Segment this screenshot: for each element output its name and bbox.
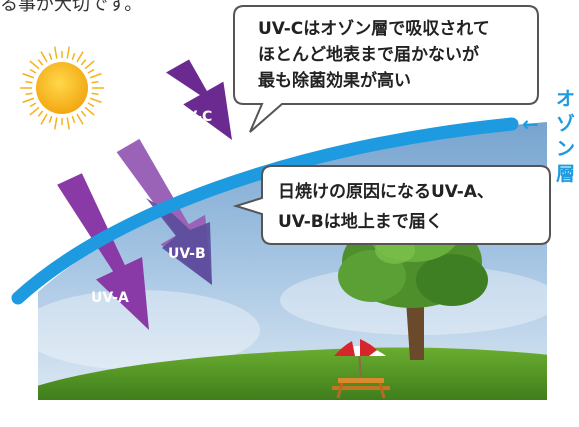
uv-a-label: UV-A — [91, 290, 129, 306]
callout-uvc: UV-Cはオゾン層で吸収されて ほとんど地表まで届かないが 最も除菌効果が高い — [233, 5, 539, 133]
ozone-char-2: ゾ — [556, 113, 575, 135]
sun-ray — [22, 72, 35, 79]
callout-uvc-line-2: ほとんど地表まで届かないが — [258, 44, 479, 65]
uv-c-label: UV-C — [175, 109, 212, 125]
sun-ray — [71, 52, 76, 61]
sun-ray — [89, 97, 102, 104]
callout-uvab: 日焼けの原因になるUV-A、 UV-Bは地上まで届く — [232, 165, 551, 245]
sun-ray — [40, 51, 48, 63]
sun-ray — [25, 80, 33, 84]
sun-ray — [40, 113, 48, 125]
sun-ray — [87, 102, 95, 108]
top-text: る事が大切です。 — [0, 0, 142, 15]
sun-ray — [48, 52, 53, 61]
sun-ray — [29, 68, 37, 74]
parasol-icon — [334, 339, 386, 379]
sun-ray — [66, 117, 71, 130]
callout-uvab-line-2: UV-Bは地上まで届く — [278, 211, 443, 232]
sun-ray — [48, 115, 53, 124]
sun-ray — [91, 80, 99, 84]
sun-ray — [91, 92, 99, 96]
sun-ray — [84, 60, 95, 70]
ozone-arrow-icon: ← — [522, 112, 539, 136]
sun-ray — [76, 51, 84, 63]
sun-ray — [37, 110, 44, 117]
picnic-table-icon — [332, 378, 390, 399]
ozone-char-4: 層 — [556, 163, 575, 185]
sun-ray — [37, 59, 44, 66]
sun-ray — [29, 106, 40, 116]
sun-ray — [25, 92, 33, 96]
sun-ray — [84, 106, 95, 116]
sun-ray — [29, 60, 40, 70]
callout-uvc-line-3: 最も除菌効果が高い — [258, 70, 411, 91]
ozone-char-1: オ — [556, 88, 575, 110]
sun-icon — [20, 46, 104, 130]
ozone-layer-arc — [11, 117, 519, 305]
sun-ray — [80, 59, 87, 66]
callout-uvc-line-1: UV-Cはオゾン層で吸収されて — [258, 19, 490, 39]
sun-ray — [53, 46, 58, 59]
uv-b-label: UV-B — [168, 246, 206, 262]
grass-hill — [38, 347, 547, 400]
callout-uvab-line-1: 日焼けの原因になるUV-A、 — [278, 181, 494, 202]
ozone-label: ← オ ゾ ン 層 — [522, 88, 575, 185]
sun-ray — [76, 113, 84, 125]
sun-ray — [87, 68, 95, 74]
sun-ray — [53, 117, 58, 130]
sun-ray — [66, 46, 71, 59]
ozone-char-3: ン — [556, 138, 575, 160]
sun-ray — [80, 110, 87, 117]
sun-ray — [22, 97, 35, 104]
sun-ray — [71, 115, 76, 124]
uv-c-arrow — [166, 59, 232, 140]
sun-ray — [29, 102, 37, 108]
sun-ray — [89, 72, 102, 79]
uv-b-arrow-lower — [146, 198, 212, 285]
uv-a-arrow — [57, 173, 149, 330]
